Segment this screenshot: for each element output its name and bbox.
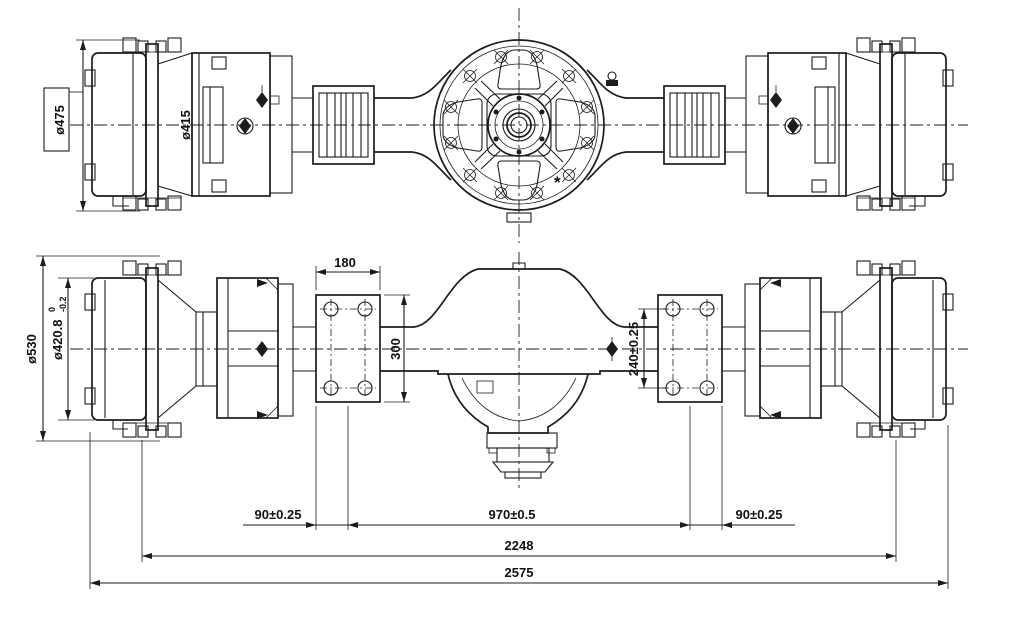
- dim-seat-width: 180: [315, 255, 381, 290]
- top-left-drum-step: [269, 55, 293, 194]
- top-right-brake-drum: [758, 52, 847, 197]
- spring-track-label: 970±0.5: [489, 507, 536, 522]
- bottom-view: 180 300: [24, 252, 968, 492]
- top-left-spring-seat: [312, 85, 375, 165]
- dim-overall-length: 2575: [90, 565, 948, 586]
- bottom-right-drum-step: [744, 283, 761, 417]
- star-note-marker: *: [554, 173, 561, 192]
- banjo-housing: [380, 262, 658, 479]
- hub-pilot-diameter-label: ø420.8: [50, 320, 65, 360]
- drum-diameter-label: ø415: [178, 110, 193, 140]
- surface-mark-diamond: [256, 92, 268, 108]
- bottom-right-hub-cone: [820, 279, 881, 419]
- seat-bolt-spacing-label: 240±0.25: [626, 322, 641, 376]
- dim-offset-left: 90±0.25: [243, 507, 348, 528]
- top-right-spring-seat: [663, 85, 726, 165]
- hub-pilot-tol-upper: 0: [47, 307, 57, 312]
- hub-pilot-tol-lower: -0.2: [58, 296, 68, 312]
- bottom-left-brake-drum: [216, 277, 279, 419]
- seat-width-label: 180: [334, 255, 356, 270]
- differential-housing: *: [433, 39, 618, 223]
- dim-flange-to-flange: 2248: [142, 538, 896, 559]
- bottom-left-wheel-flange: [122, 260, 182, 438]
- dim-seat-length: 300: [384, 294, 410, 403]
- dimension-chain: 90±0.25 970±0.5 90±0.25 2248 2575: [89, 406, 949, 589]
- bottom-right-hub-drum: [891, 277, 954, 430]
- dim-hub-pilot-diameter: ø420.8 0 -0.2: [47, 277, 94, 421]
- top-right-hub-drum: [891, 52, 954, 207]
- top-view: *: [43, 8, 968, 243]
- overall-length-label: 2575: [505, 565, 534, 580]
- dim-seat-bolt-spacing: 240±0.25: [626, 308, 666, 389]
- top-left-hub-drum: [84, 52, 147, 207]
- top-left-wheel-flange: [122, 37, 182, 211]
- dim-offset-right: 90±0.25: [690, 507, 795, 528]
- offset-left-label: 90±0.25: [255, 507, 302, 522]
- dim-brake-drum-diameter: ø530: [24, 255, 160, 442]
- bottom-right-brake-drum: [759, 277, 822, 419]
- dim-flange-diameter: ø475: [43, 39, 140, 212]
- top-right-drum-step: [745, 55, 769, 194]
- bottom-right-spring-seat: [657, 294, 723, 403]
- seat-length-label: 300: [388, 338, 403, 360]
- flange-to-flange-label: 2248: [505, 538, 534, 553]
- bottom-left-drum-step: [277, 283, 294, 417]
- breather-mark-diamond: [239, 118, 251, 134]
- top-left-brake-drum: [191, 52, 280, 197]
- brake-drum-diameter-label: ø530: [24, 334, 39, 364]
- surface-mark-diamond: [256, 341, 268, 357]
- top-right-wheel-flange: [856, 37, 916, 211]
- dim-drum-diameter: ø415: [178, 110, 193, 140]
- top-right-hub-cone: [845, 52, 881, 197]
- dim-spring-track: 970±0.5: [348, 507, 690, 528]
- flange-diameter-label: ø475: [52, 105, 67, 135]
- vent-pin: [607, 71, 617, 81]
- offset-right-label: 90±0.25: [736, 507, 783, 522]
- bottom-left-hub-drum: [84, 277, 147, 430]
- bottom-left-spring-seat: [315, 294, 381, 403]
